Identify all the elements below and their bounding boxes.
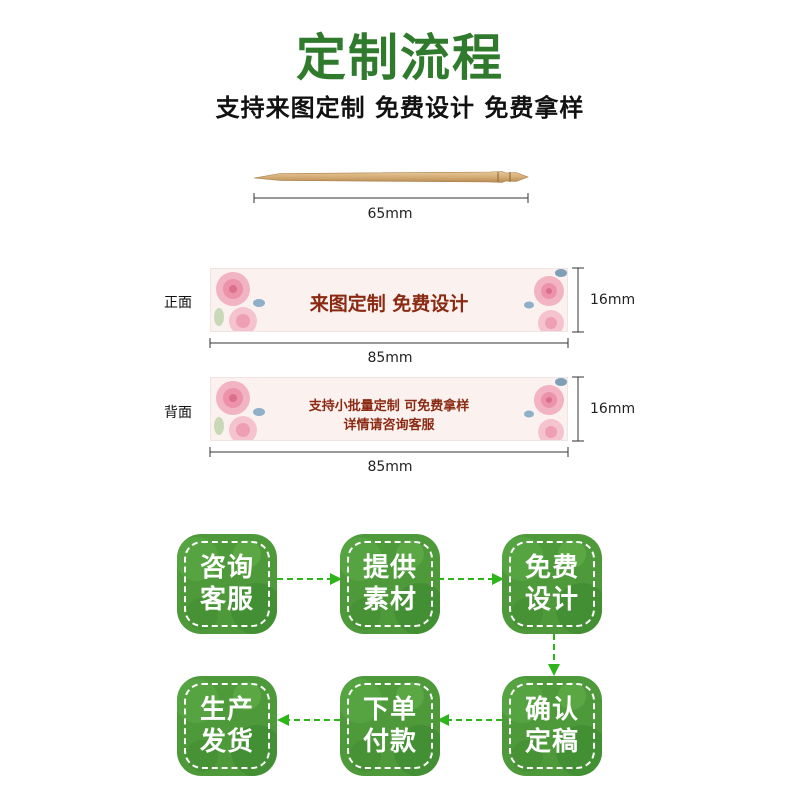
back-card: 支持小批量定制 可免费拿样 详情请咨询客服 [210, 377, 568, 441]
front-height-dimension [572, 267, 584, 333]
front-side-label: 正面 [164, 295, 192, 311]
step-production-shipping: 生产 发货 [177, 676, 277, 776]
step-free-design: 免费 设计 [502, 534, 602, 634]
step-line: 定稿 [524, 727, 579, 757]
step-line: 咨询 [199, 553, 254, 583]
back-card-line1: 支持小批量定制 可免费拿样 [308, 399, 470, 414]
step-provide-materials: 提供 素材 [340, 534, 440, 634]
back-height-dimension [572, 376, 584, 442]
back-side-label: 背面 [164, 405, 192, 421]
step-line: 发货 [199, 727, 254, 757]
arrowhead-left [277, 714, 289, 726]
step-line: 免费 [524, 553, 579, 583]
step-confirm-draft: 确认 定稿 [502, 676, 602, 776]
back-width-dimension [209, 447, 569, 457]
step-line: 下单 [362, 695, 417, 725]
rose-decoration [214, 269, 567, 331]
step-line: 素材 [362, 585, 417, 615]
front-width-label: 85mm [367, 350, 413, 366]
step-line: 付款 [362, 727, 417, 757]
toothpick-length-label: 65mm [367, 206, 413, 222]
page-subtitle: 支持来图定制 免费设计 免费拿样 [215, 94, 585, 122]
step-consult-service: 咨询 客服 [177, 534, 277, 634]
step-line: 提供 [362, 553, 417, 583]
toothpick-shape [253, 171, 529, 183]
back-height-label: 16mm [590, 401, 636, 417]
rose-decoration [214, 378, 567, 440]
front-height-label: 16mm [590, 292, 636, 308]
step-line: 确认 [524, 695, 579, 725]
step-line: 生产 [199, 695, 254, 725]
arrowhead-left [437, 714, 449, 726]
arrowhead-right [330, 573, 342, 585]
page-title: 定制流程 [296, 29, 504, 87]
front-card-text: 来图定制 免费设计 [309, 293, 469, 315]
back-card-line2: 详情请咨询客服 [343, 418, 435, 433]
back-width-label: 85mm [367, 459, 413, 475]
step-order-payment: 下单 付款 [340, 676, 440, 776]
front-width-dimension [209, 338, 569, 348]
arrowhead-right [492, 573, 504, 585]
step-line: 客服 [199, 585, 254, 615]
arrowhead-down [548, 664, 560, 676]
step-line: 设计 [524, 585, 579, 615]
toothpick-illustration [253, 171, 529, 203]
front-card: 来图定制 免费设计 [210, 268, 568, 332]
